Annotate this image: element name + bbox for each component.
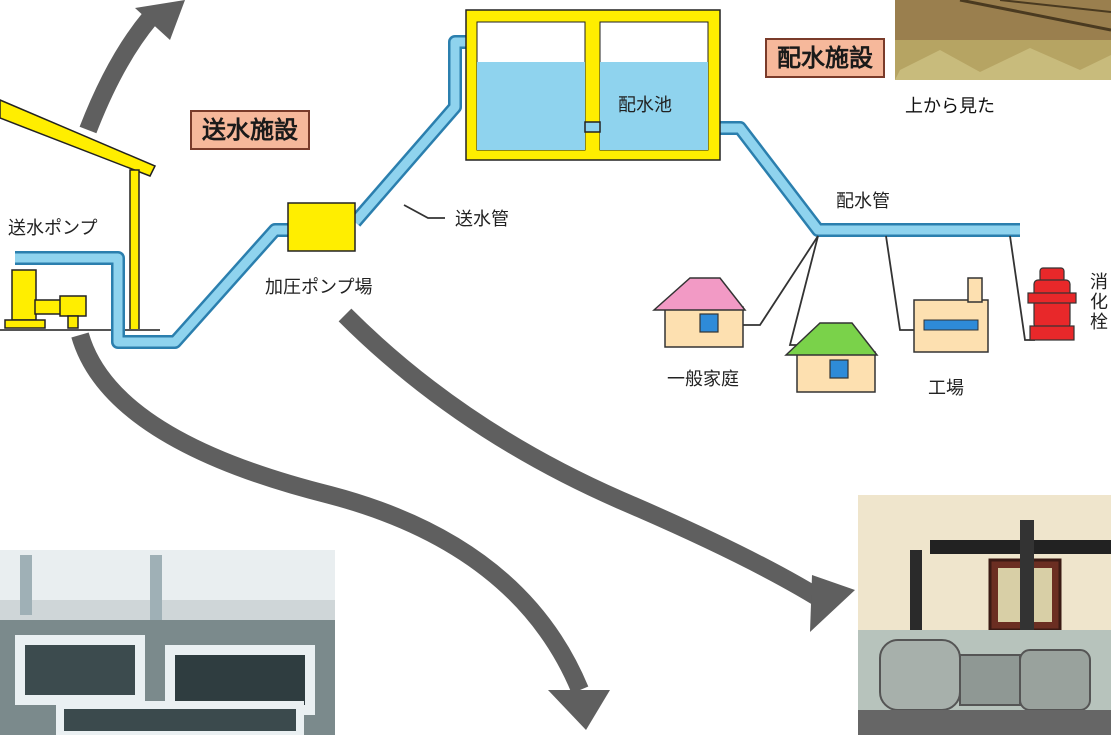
photo-pump-room [858,495,1111,735]
label-sosui-shisetsu: 送水施設 [190,110,310,150]
arrowheads [135,0,855,730]
label-haisui-kan: 配水管 [836,191,890,212]
house-2 [784,322,879,393]
label-haisui-chi: 配水池 [618,95,672,116]
label-sosui-pump: 送水ポンプ [8,218,98,239]
label-sosui-kan: 送水管 [455,209,509,230]
distribution-reservoir [465,9,721,161]
factory [913,277,989,353]
label-kojo: 工場 [928,378,964,399]
pump-house [0,99,160,331]
label-ippan-katei: 一般家庭 [667,369,739,390]
house-1 [652,277,747,348]
label-haisui-shisetsu: 配水施設 [765,38,885,78]
photo-tanks [0,550,335,735]
arrow-down-right [338,308,835,613]
label-ue-kara-mita: 上から見た [905,96,995,117]
label-kaatsu-pump-jo: 加圧ポンプ場 [265,277,373,298]
pump-machines [4,269,87,329]
label-shokasen: 消化栓 [1087,272,1108,332]
arrowhead-up [135,0,185,40]
arrowhead-down-left [548,690,610,730]
arrows [71,12,835,694]
booster-pump-station [287,202,356,252]
arrow-up [79,12,157,134]
arrow-down-left [71,332,589,694]
fire-hydrant [1027,267,1077,341]
arrowhead-down-right [810,575,855,632]
top-photo [895,0,1111,80]
